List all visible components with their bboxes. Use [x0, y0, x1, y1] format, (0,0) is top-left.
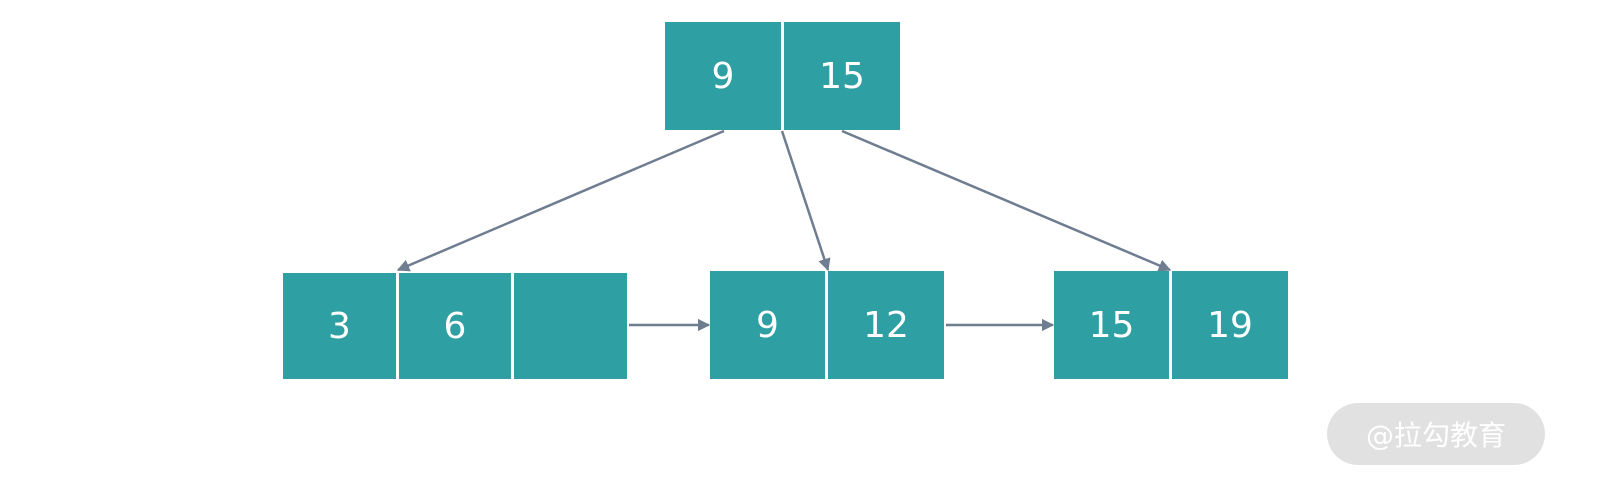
leaf-2-key-1: 9 [710, 271, 825, 379]
leaf-3-key-2: 19 [1172, 271, 1288, 379]
edge-root-to-leaf-3 [841, 129, 1172, 272]
root-key-2: 15 [784, 22, 900, 130]
leaf-2-key-2: 12 [828, 271, 944, 379]
leaf-1-key-2: 6 [399, 273, 511, 379]
edge-root-to-leaf-2 [780, 130, 831, 272]
leaf-3-key-1: 15 [1054, 271, 1169, 379]
root-key-1: 9 [665, 22, 781, 130]
edge-root-to-leaf-1 [396, 129, 725, 272]
leaf-1-key-3-empty [514, 273, 627, 379]
watermark-badge: @拉勾教育 [1327, 403, 1545, 465]
leaf-1-key-1: 3 [283, 273, 396, 379]
